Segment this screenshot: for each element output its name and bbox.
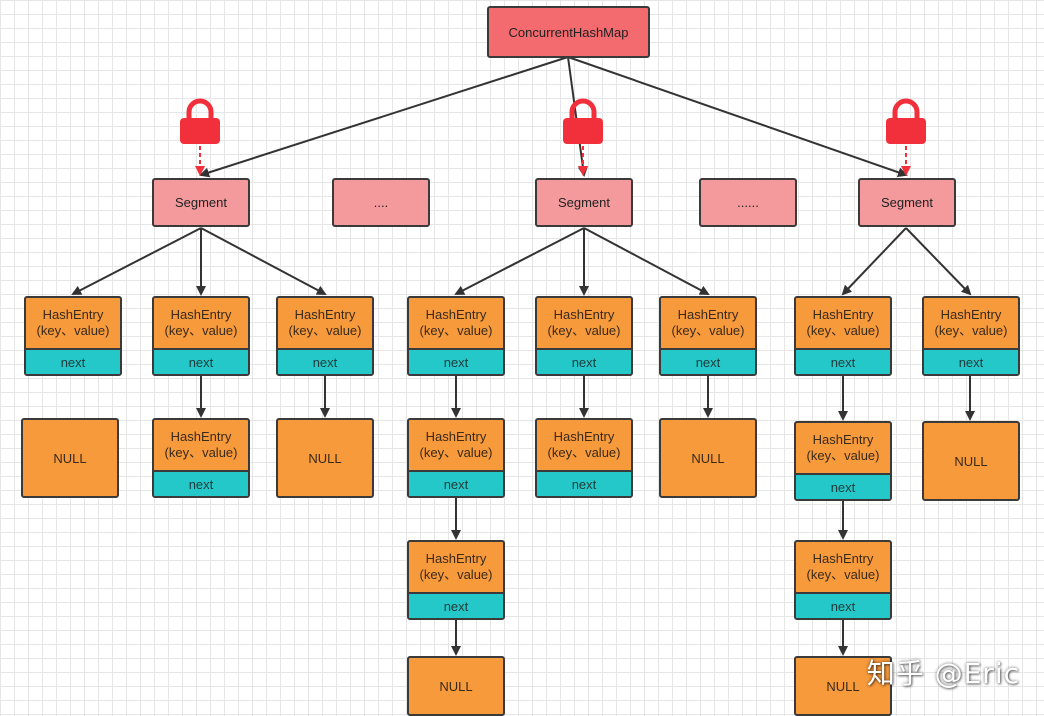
entry-next: next bbox=[537, 470, 631, 496]
null-node: NULL bbox=[21, 418, 119, 498]
edge-seg3-entry-b bbox=[905, 227, 972, 296]
entry-next: next bbox=[796, 592, 890, 618]
segment-label: Segment bbox=[880, 195, 934, 210]
edge-seg3-entry-a bbox=[841, 227, 907, 296]
entry-title: HashEntry bbox=[812, 432, 874, 447]
hash-entry: HashEntry(key、value) next bbox=[276, 296, 374, 376]
null-label: NULL bbox=[954, 453, 988, 469]
entry-next: next bbox=[409, 348, 503, 374]
entry-subtitle: (key、value) bbox=[806, 448, 880, 463]
entry-next: next bbox=[278, 348, 372, 374]
entry-subtitle: (key、value) bbox=[419, 445, 493, 460]
entry-next: next bbox=[796, 348, 890, 374]
entry-title: HashEntry bbox=[812, 307, 874, 322]
entry-subtitle: (key、value) bbox=[806, 323, 880, 338]
ellipsis-label: ...... bbox=[737, 195, 759, 210]
entry-title: HashEntry bbox=[294, 307, 356, 322]
entry-subtitle: (key、value) bbox=[806, 567, 880, 582]
root-node: ConcurrentHashMap bbox=[487, 6, 650, 58]
entry-next: next bbox=[796, 473, 890, 499]
entry-next: next bbox=[409, 470, 503, 496]
lock-icon bbox=[563, 98, 603, 176]
entry-subtitle: (key、value) bbox=[934, 323, 1008, 338]
lock-icon bbox=[180, 98, 220, 176]
entry-subtitle: (key、value) bbox=[671, 323, 745, 338]
entry-subtitle: (key、value) bbox=[419, 323, 493, 338]
null-node: NULL bbox=[407, 656, 505, 716]
entry-title: HashEntry bbox=[170, 307, 232, 322]
entry-next: next bbox=[154, 348, 248, 374]
segment-label: Segment bbox=[557, 195, 611, 210]
edge-seg2-entry-a bbox=[454, 227, 585, 295]
entry-subtitle: (key、value) bbox=[164, 323, 238, 338]
null-label: NULL bbox=[826, 678, 860, 694]
ellipsis-node: ...... bbox=[699, 178, 797, 227]
entry-title: HashEntry bbox=[170, 429, 232, 444]
entry-next: next bbox=[537, 348, 631, 374]
hash-entry: HashEntry(key、value) next bbox=[152, 296, 250, 376]
entry-subtitle: (key、value) bbox=[36, 323, 110, 338]
edge-root-segment-1 bbox=[199, 56, 569, 178]
hash-entry: HashEntry(key、value) next bbox=[407, 418, 505, 498]
null-label: NULL bbox=[691, 450, 725, 466]
entry-title: HashEntry bbox=[425, 429, 487, 444]
hash-entry: HashEntry(key、value) next bbox=[152, 418, 250, 498]
hash-entry: HashEntry(key、value) next bbox=[407, 540, 505, 620]
entry-title: HashEntry bbox=[677, 307, 739, 322]
entry-next: next bbox=[661, 348, 755, 374]
hash-entry: HashEntry(key、value) next bbox=[794, 421, 892, 501]
segment-label: Segment bbox=[174, 195, 228, 210]
null-label: NULL bbox=[439, 678, 473, 694]
null-node: NULL bbox=[922, 421, 1020, 501]
hash-entry: HashEntry(key、value) next bbox=[24, 296, 122, 376]
entry-next: next bbox=[409, 592, 503, 618]
entry-title: HashEntry bbox=[425, 551, 487, 566]
entry-title: HashEntry bbox=[553, 307, 615, 322]
entry-subtitle: (key、value) bbox=[164, 445, 238, 460]
hash-entry: HashEntry(key、value) next bbox=[922, 296, 1020, 376]
entry-subtitle: (key、value) bbox=[547, 323, 621, 338]
hash-entry: HashEntry(key、value) next bbox=[794, 296, 892, 376]
null-node: NULL bbox=[659, 418, 757, 498]
null-node: NULL bbox=[794, 656, 892, 716]
edge-root-segment-2 bbox=[567, 56, 588, 177]
edge-seg1-entry-a bbox=[71, 227, 202, 295]
hash-entry: HashEntry(key、value) next bbox=[794, 540, 892, 620]
entry-subtitle: (key、value) bbox=[288, 323, 362, 338]
hash-entry: HashEntry(key、value) next bbox=[407, 296, 505, 376]
segment-node: Segment bbox=[535, 178, 633, 227]
entry-subtitle: (key、value) bbox=[547, 445, 621, 460]
entry-title: HashEntry bbox=[940, 307, 1002, 322]
edge-seg1-entry-c bbox=[200, 227, 327, 295]
hash-entry: HashEntry(key、value) next bbox=[659, 296, 757, 376]
watermark: 知乎 @Eric bbox=[866, 657, 1020, 690]
null-label: NULL bbox=[53, 450, 87, 466]
ellipsis-node: .... bbox=[332, 178, 430, 227]
ellipsis-label: .... bbox=[373, 195, 389, 210]
null-label: NULL bbox=[308, 450, 342, 466]
entry-title: HashEntry bbox=[812, 551, 874, 566]
edge-seg2-entry-c bbox=[583, 227, 710, 295]
entry-title: HashEntry bbox=[553, 429, 615, 444]
entry-subtitle: (key、value) bbox=[419, 567, 493, 582]
entry-title: HashEntry bbox=[425, 307, 487, 322]
entry-next: next bbox=[924, 348, 1018, 374]
edge-root-segment-3 bbox=[567, 56, 908, 178]
entry-title: HashEntry bbox=[42, 307, 104, 322]
lock-icon bbox=[886, 98, 926, 176]
segment-node: Segment bbox=[152, 178, 250, 227]
root-label: ConcurrentHashMap bbox=[508, 24, 629, 40]
entry-next: next bbox=[154, 470, 248, 496]
entry-next: next bbox=[26, 348, 120, 374]
hash-entry: HashEntry(key、value) next bbox=[535, 418, 633, 498]
segment-node: Segment bbox=[858, 178, 956, 227]
hash-entry: HashEntry(key、value) next bbox=[535, 296, 633, 376]
null-node: NULL bbox=[276, 418, 374, 498]
